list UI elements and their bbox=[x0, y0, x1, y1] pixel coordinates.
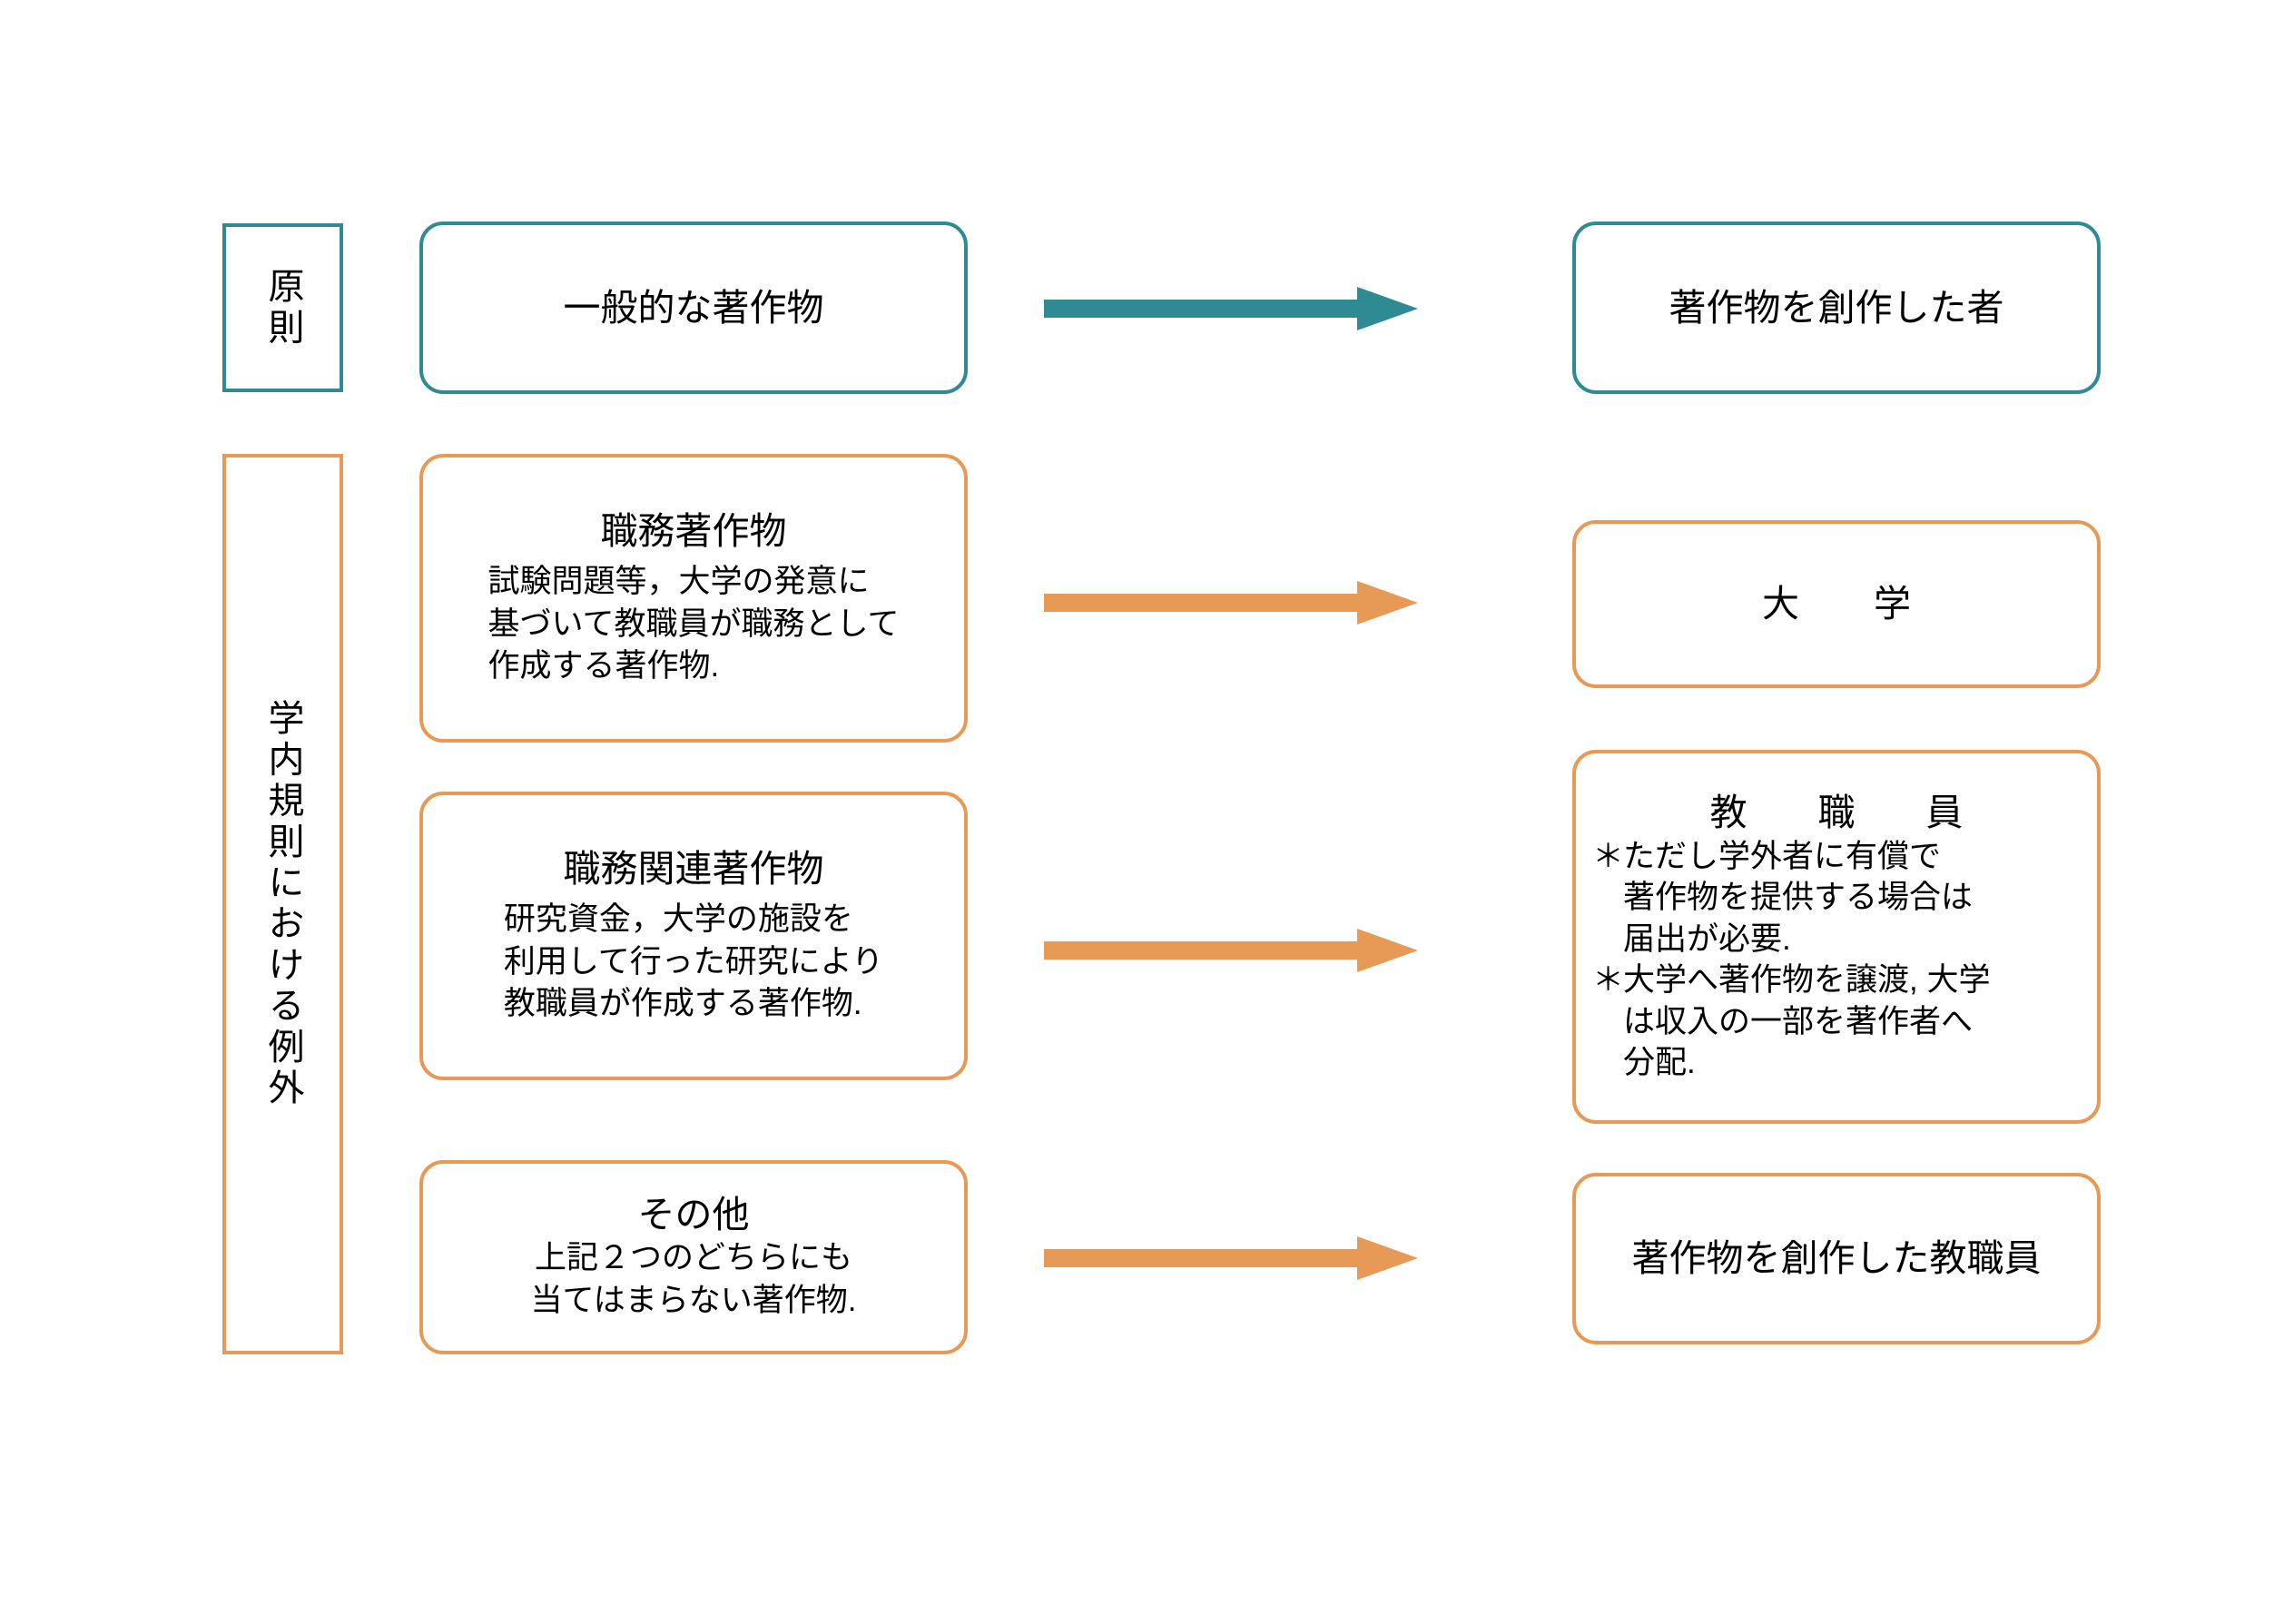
arrow-work-for-hire bbox=[1044, 581, 1418, 625]
note-line: 分配. bbox=[1623, 1045, 1696, 1080]
note-line: は収入の一部を著作者へ bbox=[1623, 1003, 1974, 1039]
body-line: 教職員が作成する著作物. bbox=[503, 986, 862, 1022]
source-box-other-body: 上記２つのどちらにも 当てはまらない著作物. bbox=[530, 1237, 856, 1323]
source-box-work-related: 職務関連著作物 研究資金，大学の施設を 利用して行った研究により 教職員が作成す… bbox=[419, 792, 968, 1080]
body-line: 利用して行った研究により bbox=[503, 943, 884, 979]
body-line: 研究資金，大学の施設を bbox=[503, 901, 853, 937]
note-line: 届出が必要. bbox=[1623, 920, 1791, 957]
body-line: 基づいて教職員が職務として bbox=[487, 605, 900, 642]
body-line: 作成する著作物. bbox=[487, 648, 720, 684]
target-box-general-work: 著作物を創作した者 bbox=[1572, 221, 2101, 394]
target-box-creator-staff: 著作物を創作した教職員 bbox=[1572, 1173, 2101, 1344]
target-box-creator-staff-title: 著作物を創作した教職員 bbox=[1631, 1237, 2042, 1280]
source-box-work-related-body: 研究資金，大学の施設を 利用して行った研究により 教職員が作成する著作物. bbox=[504, 899, 883, 1027]
target-box-faculty-staff: 教 職 員 ＊ ただし学外者に有償で 著作物を提供する場合は 届出が必要. ＊ … bbox=[1572, 750, 2101, 1124]
note-bullet-text: ただし学外者に有償で 著作物を提供する場合は 届出が必要. bbox=[1623, 836, 2081, 960]
category-label-exception: 学内規則における例外 bbox=[222, 454, 343, 1354]
asterisk-icon: ＊ bbox=[1592, 962, 1625, 998]
arrow-right-icon bbox=[1044, 929, 1418, 972]
target-box-university: 大 学 bbox=[1572, 520, 2101, 688]
arrow-right-icon bbox=[1044, 287, 1418, 330]
target-box-faculty-staff-notes: ＊ ただし学外者に有償で 著作物を提供する場合は 届出が必要. ＊ 大学へ著作物… bbox=[1592, 836, 2081, 1084]
source-box-general-work-title: 一般的な著作物 bbox=[563, 286, 824, 329]
source-box-other: その他 上記２つのどちらにも 当てはまらない著作物. bbox=[419, 1160, 968, 1354]
arrow-other bbox=[1044, 1236, 1418, 1280]
category-label-principle: 原則 bbox=[222, 223, 343, 392]
asterisk-icon: ＊ bbox=[1592, 838, 1625, 874]
note-line: 著作物を提供する場合は bbox=[1623, 880, 1974, 915]
note-bullet: ＊ ただし学外者に有償で 著作物を提供する場合は 届出が必要. bbox=[1592, 836, 2081, 960]
category-label-principle-text: 原則 bbox=[262, 266, 303, 349]
note-line: ただし学外者に有償で bbox=[1623, 838, 1942, 874]
arrow-right-icon bbox=[1044, 581, 1418, 625]
source-box-work-for-hire-title: 職務著作物 bbox=[600, 509, 787, 552]
arrow-right-icon bbox=[1044, 1236, 1418, 1280]
source-box-work-for-hire: 職務著作物 試験問題等，大学の発意に 基づいて教職員が職務として 作成する著作物… bbox=[419, 454, 968, 743]
body-line: 試験問題等，大学の発意に bbox=[487, 563, 870, 599]
note-line: 大学へ著作物を譲渡, 大学 bbox=[1623, 962, 1991, 998]
source-box-work-related-title: 職務関連著作物 bbox=[563, 847, 824, 890]
body-line: 当てはまらない著作物. bbox=[530, 1283, 857, 1318]
arrow-general-work bbox=[1044, 287, 1418, 330]
target-box-general-work-title: 著作物を創作した者 bbox=[1669, 286, 2004, 329]
body-line: 上記２つのどちらにも bbox=[534, 1240, 852, 1276]
target-box-faculty-staff-title: 教 職 員 bbox=[1709, 792, 1980, 834]
source-box-other-title: その他 bbox=[637, 1194, 750, 1236]
target-box-university-title: 大 学 bbox=[1762, 583, 1911, 625]
note-bullet: ＊ 大学へ著作物を譲渡, 大学 は収入の一部を著作者へ 分配. bbox=[1592, 960, 2081, 1084]
source-box-work-for-hire-body: 試験問題等，大学の発意に 基づいて教職員が職務として 作成する著作物. bbox=[488, 561, 900, 689]
arrow-work-related bbox=[1044, 929, 1418, 972]
category-label-exception-text: 学内規則における例外 bbox=[262, 699, 303, 1109]
source-box-general-work: 一般的な著作物 bbox=[419, 221, 968, 394]
note-bullet-text: 大学へ著作物を譲渡, 大学 は収入の一部を著作者へ 分配. bbox=[1623, 960, 2081, 1084]
